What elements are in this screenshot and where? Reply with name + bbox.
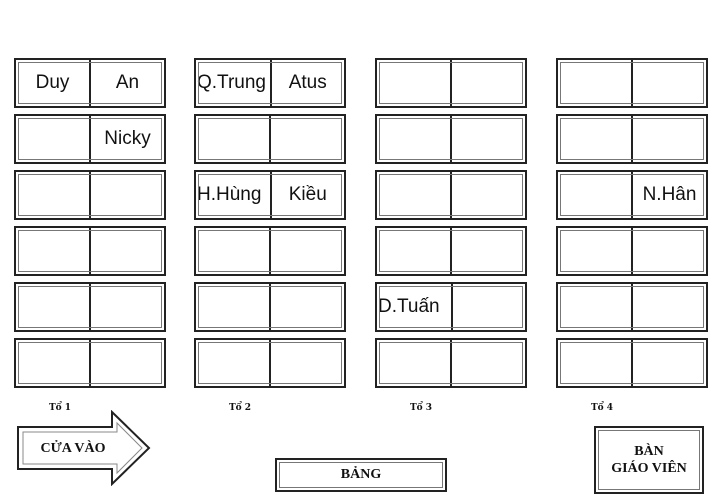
seat — [450, 340, 525, 386]
seat — [269, 284, 344, 330]
desk-row: Duy An — [14, 58, 166, 108]
teacher-desk: BÀN GIÁO VIÊN — [594, 426, 704, 494]
seat — [269, 228, 344, 274]
seat — [89, 284, 164, 330]
desk-row — [556, 282, 708, 332]
seat — [631, 284, 706, 330]
seat — [631, 60, 706, 106]
seat: D.Tuấn — [378, 296, 440, 317]
entrance-door: CỬA VÀO — [16, 409, 152, 491]
desk-row — [556, 338, 708, 388]
desk-row — [375, 338, 527, 388]
desk-row — [556, 226, 708, 276]
seat — [631, 116, 706, 162]
group-label: Tổ 1 — [48, 403, 72, 413]
seat — [269, 116, 344, 162]
seat — [196, 340, 269, 386]
entrance-label: CỬA VÀO — [40, 441, 106, 456]
blackboard-label: BẢNG — [340, 467, 382, 482]
desk-row — [556, 58, 708, 108]
seat — [16, 116, 89, 162]
seat — [631, 340, 706, 386]
seat — [196, 284, 269, 330]
seat — [89, 340, 164, 386]
desk-row: D.Tuấn — [375, 282, 527, 332]
desk-row — [194, 282, 346, 332]
seat — [16, 284, 89, 330]
seat — [196, 116, 269, 162]
desk-row: Nicky — [14, 114, 166, 164]
desk-row — [375, 226, 527, 276]
seat — [16, 228, 89, 274]
seat — [89, 172, 164, 218]
seat: N.Hân — [631, 172, 706, 218]
seat — [558, 116, 631, 162]
desk-row — [375, 114, 527, 164]
seat: Q.Trung — [197, 72, 266, 93]
seat: Duy — [35, 72, 70, 93]
seat — [558, 60, 631, 106]
seat — [631, 228, 706, 274]
seat — [558, 172, 631, 218]
seat — [16, 340, 89, 386]
seat — [558, 340, 631, 386]
group-label: Tổ 4 — [590, 403, 614, 413]
seat: Kiều — [269, 172, 345, 218]
seat: Nicky — [89, 116, 164, 162]
desk-row — [375, 58, 527, 108]
seat — [377, 116, 450, 162]
desk-row — [14, 282, 166, 332]
seat — [16, 172, 89, 218]
seat — [450, 60, 525, 106]
seat — [558, 284, 631, 330]
group-label: Tổ 3 — [409, 403, 433, 413]
desk-row — [14, 226, 166, 276]
desk-row — [556, 114, 708, 164]
teacher-desk-line2: GIÁO VIÊN — [611, 461, 687, 476]
desk-row — [194, 226, 346, 276]
seat — [558, 228, 631, 274]
desk-row — [194, 338, 346, 388]
seat — [450, 228, 525, 274]
seat — [450, 116, 525, 162]
blackboard: BẢNG — [275, 458, 447, 492]
desk-row: N.Hân — [556, 170, 708, 220]
desk-row — [14, 338, 166, 388]
seat — [269, 340, 344, 386]
desk-row — [375, 170, 527, 220]
seat — [89, 228, 164, 274]
group-label: Tổ 2 — [228, 403, 252, 413]
seat — [377, 172, 450, 218]
entrance-arrow-icon — [17, 409, 151, 487]
seat: H.Hùng — [197, 184, 262, 205]
seat — [377, 228, 450, 274]
teacher-desk-line1: BÀN — [634, 444, 664, 459]
seat — [450, 284, 526, 330]
seat — [377, 60, 450, 106]
seat — [377, 340, 450, 386]
desk-row — [194, 114, 346, 164]
desk-row: H.Hùng Kiều — [194, 170, 346, 220]
desk-row — [14, 170, 166, 220]
seat — [450, 172, 525, 218]
seat: Atus — [269, 60, 345, 106]
seat: An — [89, 60, 164, 106]
seat — [196, 228, 269, 274]
